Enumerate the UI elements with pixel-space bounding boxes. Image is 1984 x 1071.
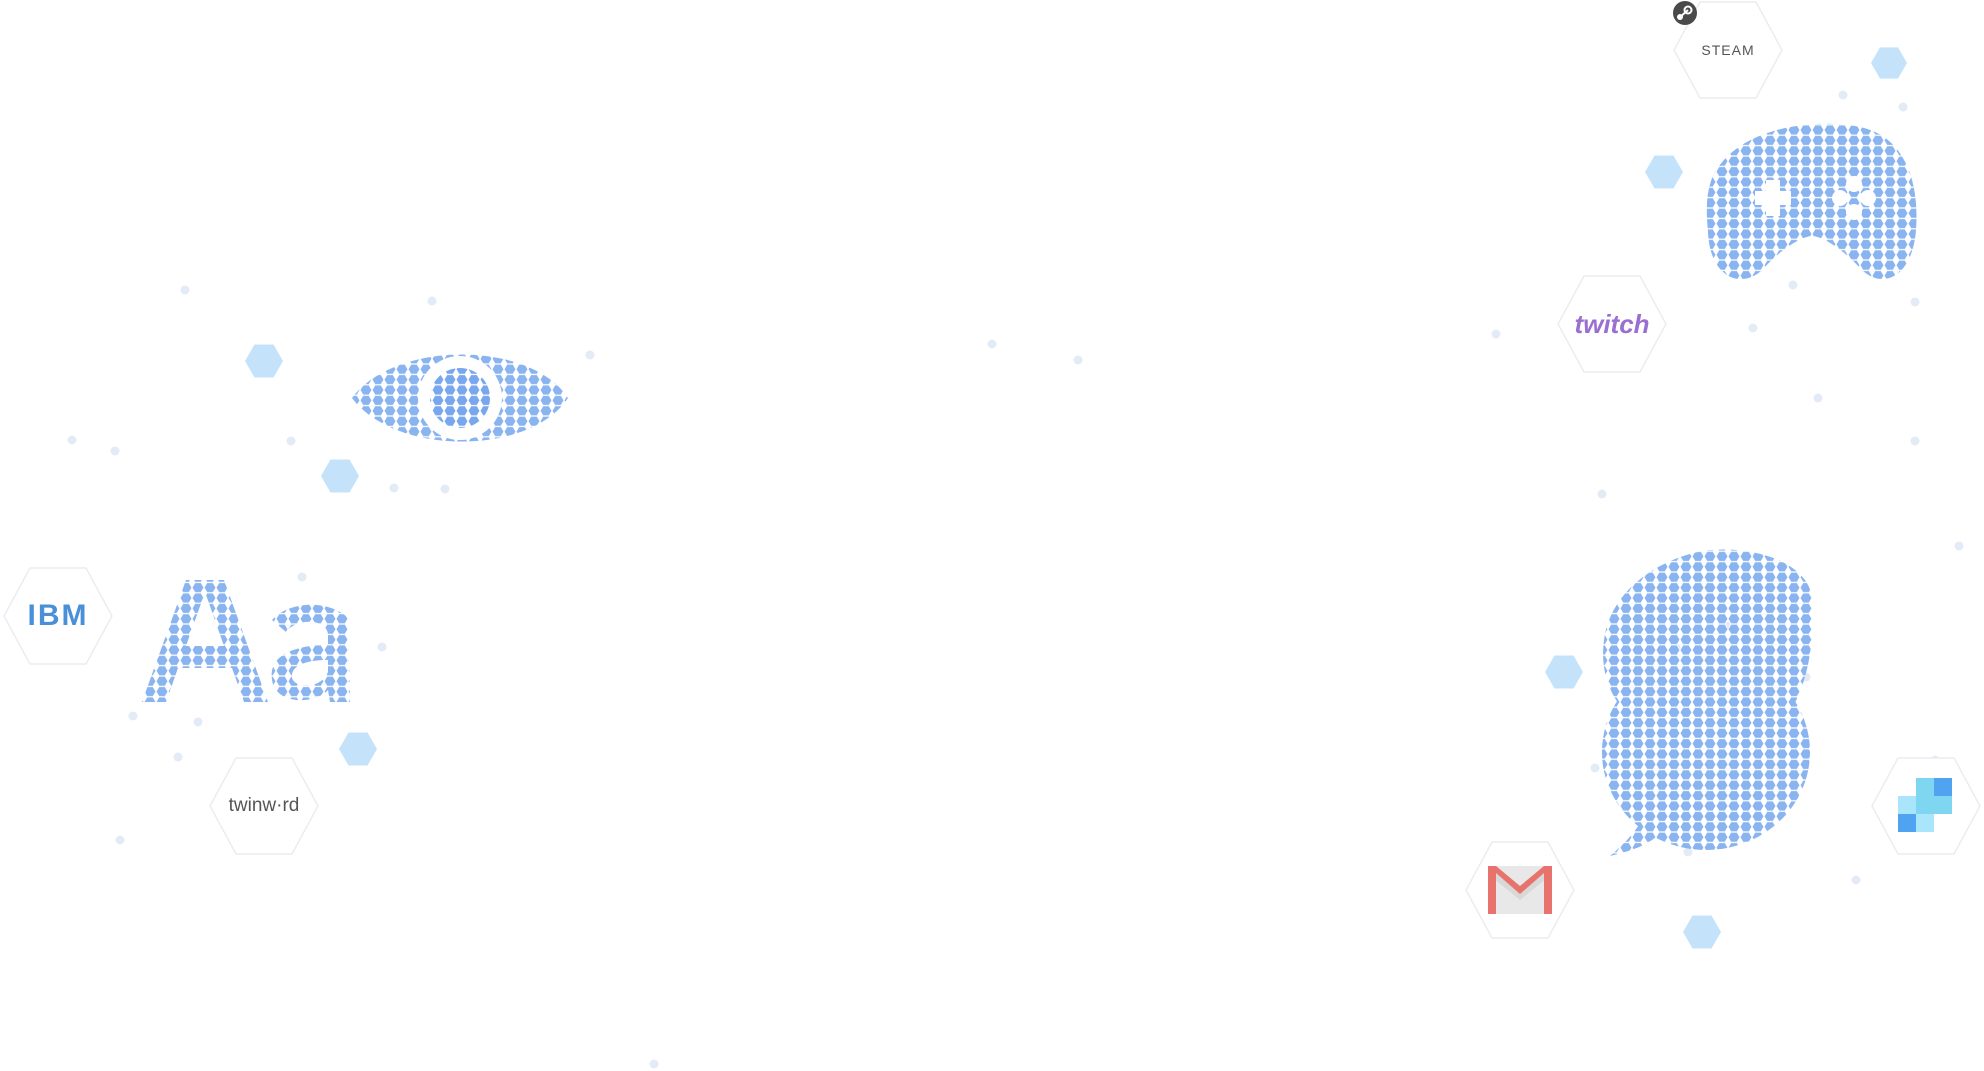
- decorative-hexagon: [339, 732, 377, 766]
- decorative-dot: [297, 572, 307, 582]
- steam-logo-text: STEAM: [1701, 42, 1755, 58]
- decorative-dot: [1898, 102, 1908, 112]
- steam-logo-tile[interactable]: STEAM: [1672, 0, 1784, 100]
- ibm-logo-text: IBM: [27, 599, 89, 632]
- decorative-dot: [427, 296, 437, 306]
- decorative-dot: [193, 717, 203, 727]
- twitch-logo-tile[interactable]: twitch: [1556, 274, 1668, 374]
- decorative-dot: [377, 642, 387, 652]
- decorative-dot: [649, 1059, 659, 1069]
- decorative-dot: [1838, 90, 1848, 100]
- decorative-dot: [1954, 541, 1964, 551]
- decorative-hexagon: [1645, 155, 1683, 189]
- decorative-dot: [173, 752, 183, 762]
- game-controller-icon: [1706, 123, 1917, 280]
- decorative-dot: [286, 436, 296, 446]
- decorative-dot: [1073, 355, 1083, 365]
- hexagon-outline: [209, 757, 319, 855]
- decorative-hexagon: [1545, 655, 1583, 689]
- decorative-dot: [1748, 323, 1758, 333]
- gmail-icon: [1488, 866, 1552, 914]
- decorative-dot: [389, 483, 399, 493]
- decorative-dot: [585, 350, 595, 360]
- decorative-dot: [1910, 436, 1920, 446]
- decorative-hexagon: [245, 344, 283, 378]
- steam-icon: [1673, 1, 1697, 25]
- decorative-dot: [440, 484, 450, 494]
- blocks-icon: [1898, 778, 1952, 832]
- twinword-logo-text: twinw·rd: [228, 795, 300, 816]
- chat-bubble-icon: [1602, 549, 1813, 856]
- decorative-dot: [1597, 489, 1607, 499]
- hexagon-outline: [3, 567, 113, 665]
- decorative-dot: [67, 435, 77, 445]
- light-hexagon-cluster: [245, 47, 1907, 949]
- blocks-logo-tile[interactable]: [1870, 756, 1982, 856]
- hexagon-outline: [1557, 275, 1667, 373]
- decorative-dot: [1910, 297, 1920, 307]
- decorative-dot: [110, 446, 120, 456]
- decorative-hexagon: [1683, 915, 1721, 949]
- gmail-logo-tile[interactable]: [1464, 840, 1576, 940]
- decorative-dot: [115, 835, 125, 845]
- decorative-dot: [1683, 847, 1693, 857]
- twinword-logo-tile[interactable]: twinw·rd: [208, 756, 320, 856]
- eye-icon: [352, 354, 568, 442]
- decorative-dot: [1491, 329, 1501, 339]
- decorative-dot: [1813, 393, 1823, 403]
- letters-icon: [142, 580, 350, 702]
- decorative-dot: [987, 339, 997, 349]
- decorative-dot: [1851, 875, 1861, 885]
- twitch-logo-text: twitch: [1574, 308, 1650, 339]
- decorative-hexagon: [1871, 47, 1907, 79]
- decorative-hexagon: [321, 459, 359, 493]
- hexagon-outline: [1673, 1, 1783, 99]
- decorative-dot: [180, 285, 190, 295]
- decorative-dot: [1590, 763, 1600, 773]
- decorative-dot: [128, 711, 138, 721]
- ibm-logo-tile[interactable]: IBM: [2, 566, 114, 666]
- decorative-dot: [1788, 280, 1798, 290]
